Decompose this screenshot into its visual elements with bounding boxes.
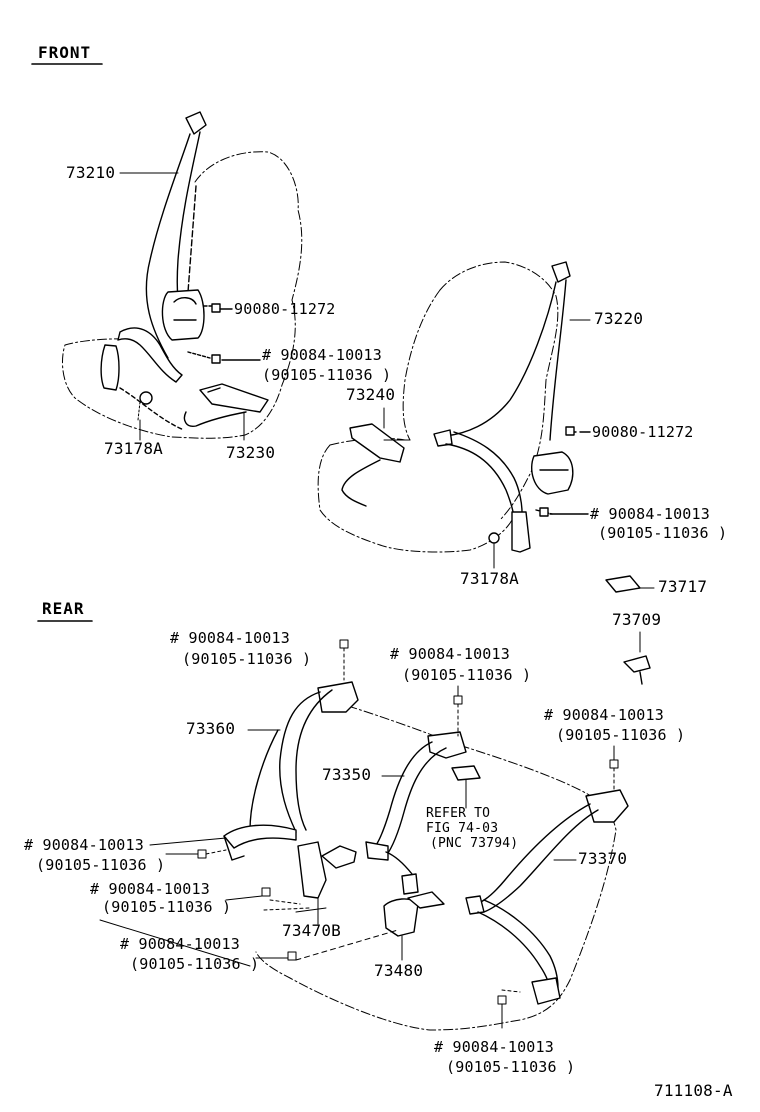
label-front-left-b: (90105-11036 ) — [262, 366, 392, 384]
cap-73178a-left — [139, 391, 153, 405]
label-73717: 73717 — [658, 577, 708, 596]
part-73709 — [623, 631, 651, 685]
part-73717 — [605, 575, 655, 593]
label-73220: 73220 — [594, 309, 644, 328]
label-rear-2-a: # 90084-10013 — [390, 645, 510, 663]
label-73470b: 73470B — [282, 921, 341, 940]
label-rear-1-a: # 90084-10013 — [170, 629, 290, 647]
label-73360: 73360 — [186, 719, 236, 738]
section-rear: REAR — [42, 599, 85, 618]
label-rear-6-b: (90105-11036 ) — [130, 955, 260, 973]
belt-73210 — [100, 111, 207, 391]
label-front-left-a: # 90084-10013 — [262, 346, 382, 364]
label-73210: 73210 — [66, 163, 116, 182]
rear-bolts — [99, 639, 619, 1029]
label-rear-3-b: (90105-11036 ) — [556, 726, 686, 744]
label-rear-5-b: (90105-11036 ) — [102, 898, 232, 916]
label-refer-3: (PNC 73794) — [430, 836, 519, 851]
belt-73350 — [365, 731, 467, 895]
buckle-73240 — [341, 407, 411, 507]
front-left-seat-outline — [62, 151, 303, 439]
belt-73370 — [465, 789, 629, 1005]
label-front-right-a: # 90084-10013 — [590, 505, 710, 523]
label-73230: 73230 — [226, 443, 276, 462]
label-73370: 73370 — [578, 849, 628, 868]
label-73709: 73709 — [612, 610, 662, 629]
label-bolt-front-right: 90080-11272 — [592, 423, 694, 441]
label-rear-4-a: # 90084-10013 — [24, 836, 144, 854]
label-rear-2-b: (90105-11036 ) — [402, 666, 532, 684]
label-rear-5-a: # 90084-10013 — [90, 880, 210, 898]
label-rear-7-a: # 90084-10013 — [434, 1038, 554, 1056]
bolt-front-left-upper — [203, 303, 233, 313]
buckle-73480 — [383, 891, 445, 961]
label-rear-6-a: # 90084-10013 — [120, 935, 240, 953]
section-front: FRONT — [38, 43, 92, 62]
bolt-front-left-lower — [187, 351, 261, 364]
rear-seat-outline — [255, 705, 617, 1031]
label-rear-3-a: # 90084-10013 — [544, 706, 664, 724]
label-bolt-front-left: 90080-11272 — [234, 300, 336, 318]
label-front-right-b: (90105-11036 ) — [598, 524, 728, 542]
cap-73178a-right — [488, 532, 500, 544]
label-73178a-left: 73178A — [104, 439, 163, 458]
label-rear-4-b: (90105-11036 ) — [36, 856, 166, 874]
label-73480: 73480 — [374, 961, 424, 980]
bolt-front-right-upper — [565, 426, 591, 436]
label-73178a-right: 73178A — [460, 569, 519, 588]
refer-pad — [451, 765, 481, 781]
label-73240: 73240 — [346, 385, 396, 404]
label-refer-1: REFER TO — [426, 806, 491, 821]
label-rear-1-b: (90105-11036 ) — [182, 650, 312, 668]
buckle-73230 — [119, 383, 269, 441]
label-refer-2: FIG 74-03 — [426, 821, 499, 836]
bolt-front-right-lower — [535, 507, 589, 517]
belt-73220 — [433, 261, 574, 553]
figure-id: 711108-A — [654, 1081, 733, 1100]
label-73350: 73350 — [322, 765, 372, 784]
rear-leaders — [247, 729, 577, 925]
label-rear-7-b: (90105-11036 ) — [446, 1058, 576, 1076]
belt-73360 — [223, 681, 359, 899]
